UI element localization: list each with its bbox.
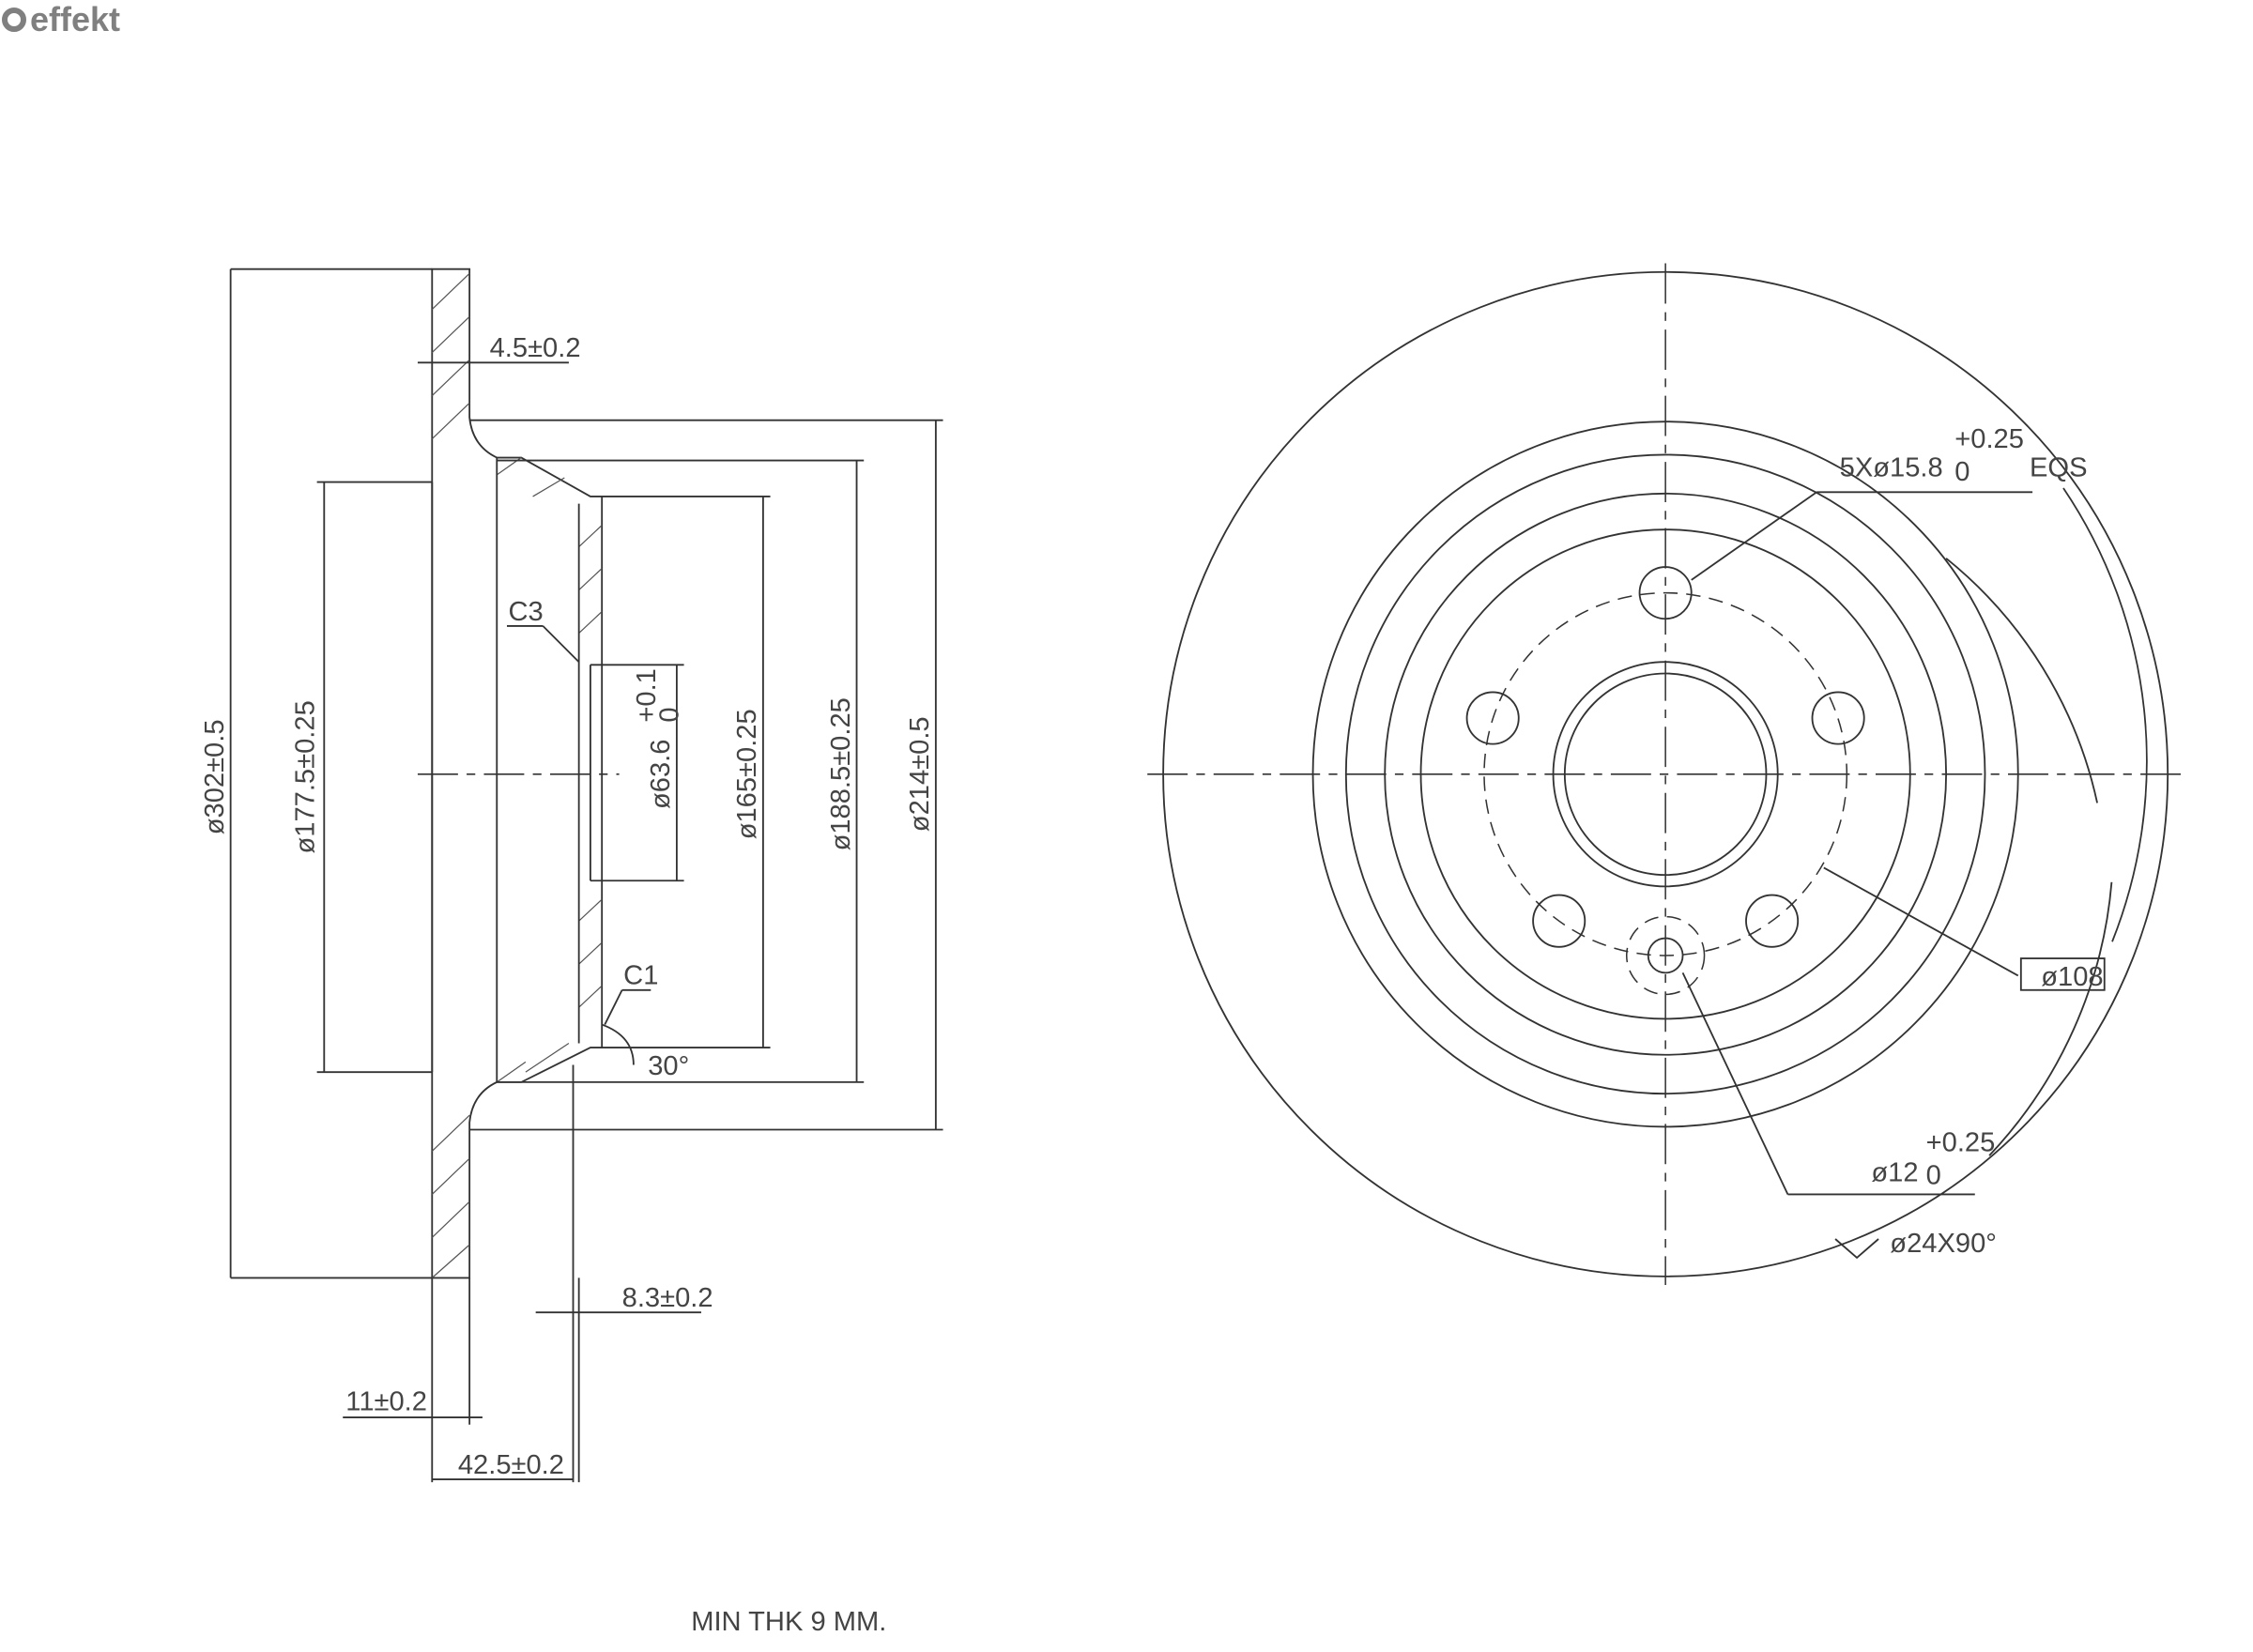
side-section-view: ø302±0.5 ø177.5±0.25 ø63.6 +0.1 0 ø165±0…: [200, 268, 943, 1637]
dim-t45: 4.5±0.2: [490, 333, 581, 363]
dim-d63: ø63.6: [646, 740, 676, 809]
dim-d214: ø214±0.5: [905, 716, 935, 832]
dim-t11: 11±0.2: [345, 1386, 427, 1416]
holes-label: 5Xø15.8: [1840, 452, 1943, 482]
pcd-label: ø108: [2041, 962, 2103, 992]
pin-tol-upper: +0.25: [1926, 1127, 1996, 1157]
logo-icon: [2, 8, 26, 32]
dim-t83: 8.3±0.2: [622, 1283, 713, 1313]
logo-text: effekt: [30, 0, 121, 38]
holes-tol-upper: +0.25: [1954, 424, 2024, 454]
bolt-holes: [1465, 566, 1865, 996]
holes-tol-lower: 0: [1954, 457, 1969, 487]
front-view: [1147, 263, 2184, 1286]
dim-c3: C3: [509, 597, 544, 627]
dim-angle: 30°: [648, 1051, 689, 1081]
dim-d177: ø177.5±0.25: [291, 700, 321, 853]
dim-d165: ø165±0.25: [732, 709, 762, 839]
effekt-logo: effekt: [2, 0, 120, 39]
dim-c1: C1: [623, 961, 658, 991]
dim-d63-tol-lower: 0: [654, 707, 684, 722]
dim-d188: ø188.5±0.25: [826, 697, 856, 850]
holes-suffix: EQS: [2030, 452, 2087, 482]
dim-t425: 42.5±0.2: [458, 1450, 564, 1480]
pin-label: ø12: [1871, 1158, 1918, 1188]
min-thickness-note: MIN THK 9 MM.: [691, 1607, 886, 1637]
countersink-label: ø24X90°: [1890, 1229, 1997, 1259]
dim-d302: ø302±0.5: [200, 719, 230, 834]
pin-tol-lower: 0: [1926, 1161, 1941, 1191]
dim-d63-tol-upper: +0.1: [632, 668, 662, 722]
